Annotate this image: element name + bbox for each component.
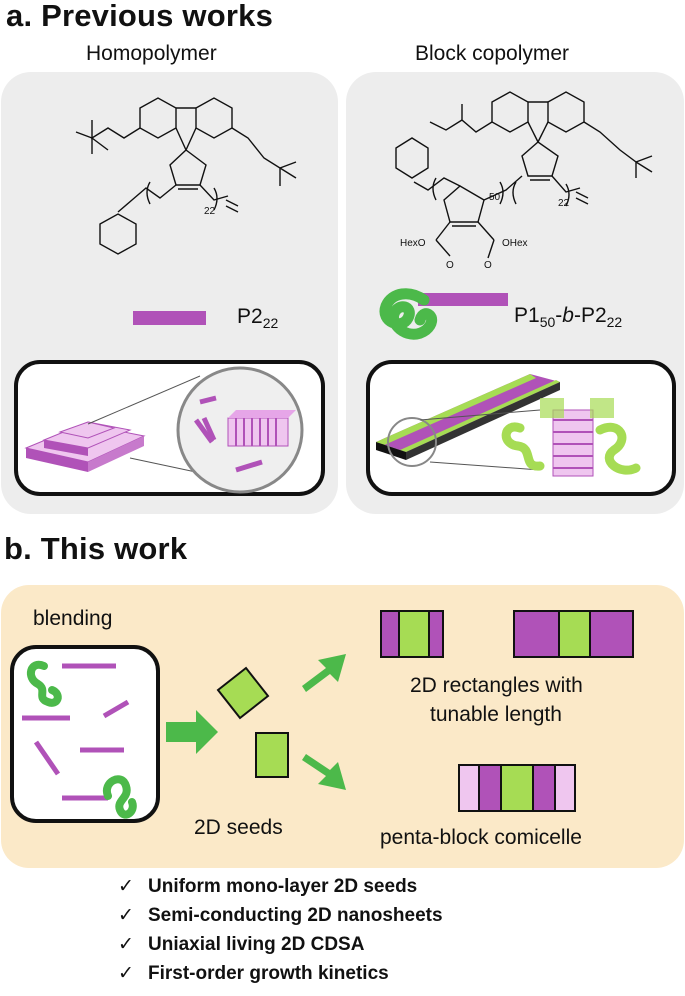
coil-icon — [501, 422, 545, 471]
checkmark-icon: ✓ — [118, 905, 134, 926]
checkmark-icon: ✓ — [118, 934, 134, 955]
arrow-right-icon — [166, 710, 218, 754]
block-copolymer-structure — [395, 91, 653, 259]
block-copolymer-label: P150-b-P222 — [514, 304, 623, 331]
homopolymer-subscript: 22 — [204, 206, 216, 217]
section-b-heading: b. This work — [4, 531, 188, 566]
rectangles-label-line1: 2D rectangles with — [410, 674, 583, 697]
coil-icon — [102, 775, 137, 819]
seeds-label: 2D seeds — [194, 816, 283, 839]
homopolymer-bar — [133, 311, 206, 325]
section-a-heading: a. Previous works — [6, 0, 274, 33]
oxygen-label-1: O — [446, 260, 454, 271]
block-copolymer-bar — [379, 288, 508, 340]
seed-square-1 — [216, 666, 270, 720]
list-item: ✓Semi-conducting 2D nanosheets — [118, 905, 443, 926]
arrow-up-right-icon — [302, 654, 346, 692]
homopolymer-stacked-sheets — [24, 366, 304, 494]
homopolymer-label: P222 — [237, 305, 279, 332]
list-item: ✓Uniaxial living 2D CDSA — [118, 934, 365, 955]
feature-list: ✓Uniform mono-layer 2D seeds ✓Semi-condu… — [118, 875, 443, 991]
penta-block-label: penta-block comicelle — [380, 826, 582, 849]
arrow-down-right-icon — [302, 754, 346, 790]
checkmark-icon: ✓ — [118, 963, 134, 984]
ohex-label: OHex — [502, 238, 528, 249]
block22-subscript: 22 — [558, 198, 570, 209]
seed-square-2 — [255, 732, 289, 778]
tunable-rectangles — [380, 610, 634, 812]
coil-icon — [595, 423, 641, 475]
list-item: ✓First-order growth kinetics — [118, 963, 389, 984]
block50-subscript: 50 — [489, 192, 501, 203]
block-copolymer-title: Block copolymer — [415, 42, 570, 65]
homopolymer-title: Homopolymer — [86, 42, 217, 65]
block-copolymer-ribbon — [376, 374, 641, 477]
blending-contents — [22, 660, 137, 819]
blending-label: blending — [33, 607, 113, 630]
coil-icon — [379, 288, 438, 340]
checkmark-icon: ✓ — [118, 876, 134, 897]
coil-icon — [26, 660, 62, 707]
homopolymer-structure — [75, 97, 297, 255]
process-arrows — [166, 654, 346, 790]
oxygen-label-2: O — [484, 260, 492, 271]
hexo-label: HexO — [400, 238, 426, 249]
rectangles-label-line2: tunable length — [430, 703, 562, 726]
list-item: ✓Uniform mono-layer 2D seeds — [118, 876, 418, 897]
